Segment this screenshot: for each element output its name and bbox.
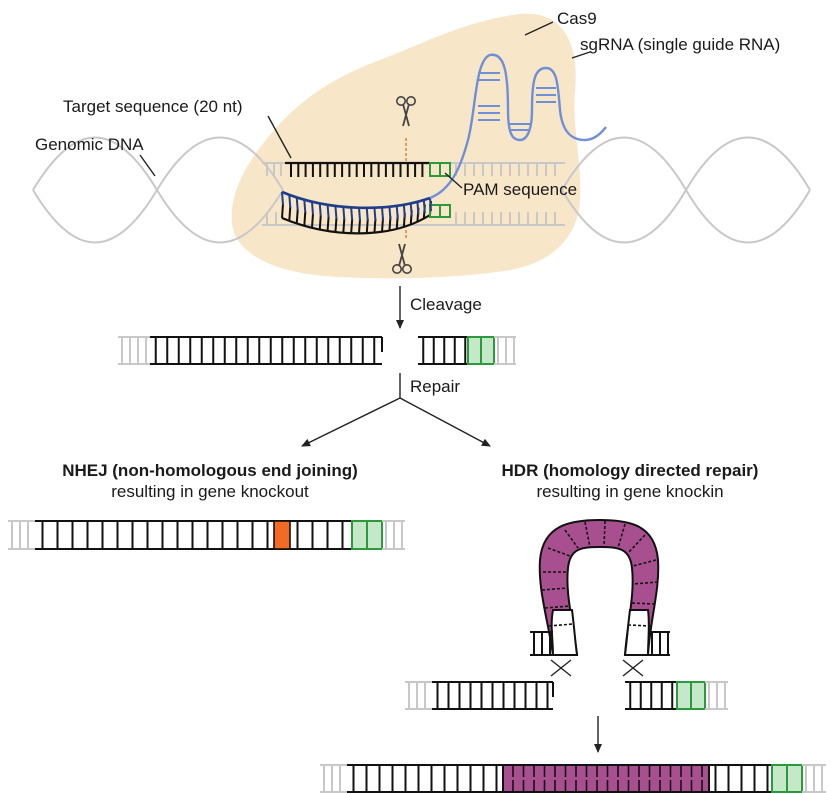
cross-icon [622, 659, 644, 677]
genomic-dna-helix [32, 136, 811, 244]
hdr-donor-template [530, 518, 670, 656]
nhej-subtitle: resulting in gene knockout [111, 482, 309, 501]
hdr-broken-dna [405, 681, 728, 710]
sgrna-label: sgRNA (single guide RNA) [580, 35, 780, 54]
target-sequence-label: Target sequence (20 nt) [63, 97, 243, 116]
hdr-arrow [399, 397, 491, 447]
cas9-label: Cas9 [557, 9, 597, 28]
nhej-product-dna [8, 520, 405, 550]
hdr-title: HDR (homology directed repair) [502, 461, 759, 480]
pam-sequence-label: PAM sequence [463, 180, 577, 199]
nhej-title: NHEJ (non-homologous end joining) [62, 461, 358, 480]
cross-icon [550, 659, 572, 677]
cleavage-label: Cleavage [410, 295, 482, 314]
cleaved-dna [118, 336, 516, 365]
repair-label: Repair [410, 377, 460, 396]
genomic-dna-center [262, 161, 565, 226]
genomic-dna-label: Genomic DNA [35, 135, 144, 154]
sgrna-scaffold [429, 53, 607, 200]
guide-rna-strand [281, 190, 432, 221]
nhej-arrow [301, 397, 401, 447]
hdr-subtitle: resulting in gene knockin [536, 482, 723, 501]
leader-lines [139, 21, 591, 189]
hdr-product-dna [320, 764, 826, 793]
